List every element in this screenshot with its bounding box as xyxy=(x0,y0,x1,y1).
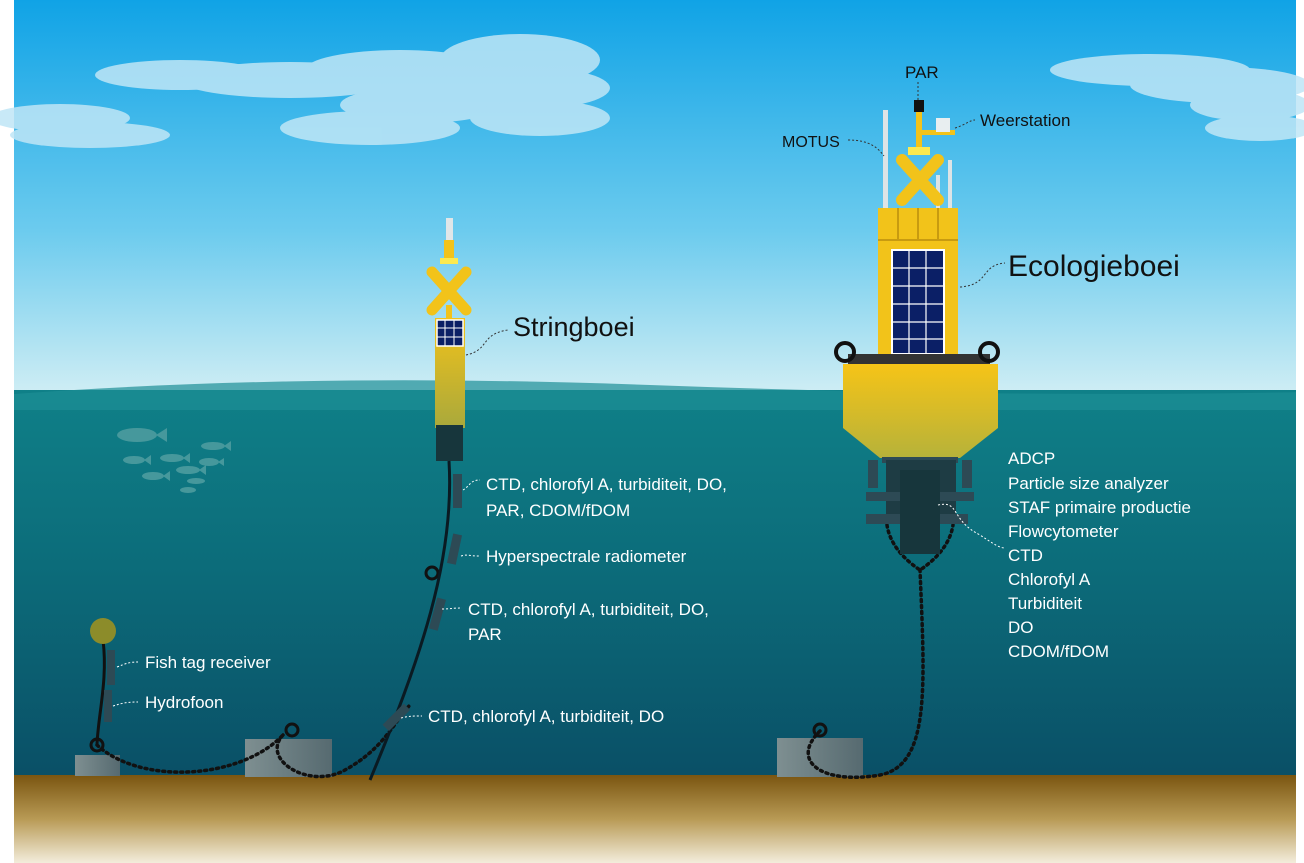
string-instruments xyxy=(382,474,463,732)
ecology-buoy-keel xyxy=(900,470,940,554)
ecology-sensor-item: DO xyxy=(1008,618,1034,637)
right-margin xyxy=(1296,0,1304,863)
hydrophone-label: Hydrofoon xyxy=(145,693,223,712)
fish-tag-receiver-label: Fish tag receiver xyxy=(145,653,271,672)
string-sensor-1-line-1: CTD, chlorofyl A, turbiditeit, DO, xyxy=(486,475,727,494)
ecology-sensor-item: Flowcytometer xyxy=(1008,522,1119,541)
weather-station xyxy=(936,118,950,132)
leader-lines xyxy=(465,80,1006,356)
anchor-block-fish xyxy=(75,755,120,776)
ecology-buoy xyxy=(834,100,1000,554)
ecology-buoy-title: Ecologieboei xyxy=(1008,250,1180,283)
ecology-sensor-item: ADCP xyxy=(1008,449,1055,468)
fish-school xyxy=(117,428,231,493)
par-label: PAR xyxy=(905,63,939,82)
subsurface-float xyxy=(90,618,116,644)
string-cable xyxy=(368,460,452,781)
ecology-sensor-item: Chlorofyl A xyxy=(1008,570,1091,589)
ecology-sensor-item: Turbiditeit xyxy=(1008,594,1082,613)
ecology-sensor-item: CDOM/fDOM xyxy=(1008,642,1109,661)
string-sensor-3-line-2: PAR xyxy=(468,625,502,644)
lifting-eye-left xyxy=(834,341,856,363)
motus-mast xyxy=(883,110,888,208)
string-sensor-1-line-2: PAR, CDOM/fDOM xyxy=(486,501,630,520)
string-buoy xyxy=(426,218,472,461)
mooring-rings xyxy=(89,565,828,753)
ecology-sensor-list: ADCP Particle size analyzer STAF primair… xyxy=(1008,449,1191,661)
fish-tag-receiver-instrument xyxy=(107,650,115,685)
ecology-sensor-item: STAF primaire productie xyxy=(1008,498,1191,517)
ecology-buoy-hull xyxy=(843,364,998,458)
seabed xyxy=(0,775,1304,863)
leader-lines-light xyxy=(112,479,1006,719)
anchor-block-string xyxy=(245,739,332,777)
string-buoy-solar-panel xyxy=(436,319,464,347)
string-buoy-x-mark xyxy=(426,266,472,316)
motus-label: MOTUS xyxy=(782,134,840,151)
weather-station-label: Weerstation xyxy=(980,111,1070,130)
ecology-buoy-x-mark xyxy=(896,154,944,206)
ecology-sensor-item: Particle size analyzer xyxy=(1008,474,1169,493)
hydrophone-instrument xyxy=(104,690,112,722)
string-buoy-antenna xyxy=(446,218,453,258)
clouds xyxy=(0,34,1304,148)
string-sensor-4-line-1: CTD, chlorofyl A, turbiditeit, DO xyxy=(428,707,664,726)
string-buoy-title: Stringboei xyxy=(513,312,635,342)
lifting-eye-right xyxy=(978,341,1000,363)
mooring-chains xyxy=(95,523,955,779)
sea xyxy=(0,390,1304,780)
string-sensor-3-line-1: CTD, chlorofyl A, turbiditeit, DO, xyxy=(468,600,709,619)
string-sensor-2-line-1: Hyperspectrale radiometer xyxy=(486,547,687,566)
ecology-buoy-solar-panel xyxy=(891,249,945,355)
par-sensor xyxy=(914,100,924,112)
ecology-sensor-item: CTD xyxy=(1008,546,1043,565)
string-buoy-ballast xyxy=(436,425,463,461)
fish-tag-mooring xyxy=(90,618,116,746)
left-margin xyxy=(0,0,14,863)
